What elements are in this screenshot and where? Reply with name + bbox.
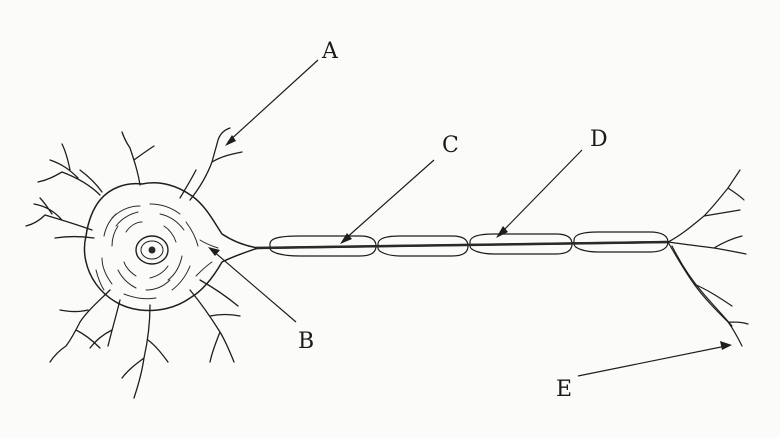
- arrowhead-e: [720, 341, 732, 350]
- pointer-e: [577, 345, 727, 377]
- arrowhead-a: [225, 135, 236, 146]
- labels: A B C D E: [298, 39, 608, 402]
- label-a: A: [321, 39, 339, 64]
- arrowhead-b: [208, 247, 220, 256]
- arrowhead-c: [340, 233, 352, 244]
- nucleolus: [148, 246, 156, 254]
- axon-terminals: [667, 169, 749, 347]
- pointer-c: [343, 159, 435, 241]
- pointer-b: [211, 249, 297, 323]
- arrowhead-d: [496, 226, 508, 238]
- label-c: C: [442, 133, 459, 158]
- pointer-a: [227, 59, 319, 143]
- nucleus: [135, 235, 169, 265]
- nissl-bodies: [95, 203, 219, 300]
- axon: [254, 231, 670, 257]
- label-d: D: [590, 127, 608, 152]
- pointer-lines: [208, 59, 732, 377]
- label-e: E: [556, 377, 572, 402]
- cell-body: [83, 182, 259, 312]
- label-b: B: [298, 329, 314, 354]
- dendrites: [25, 127, 243, 399]
- pointer-d: [499, 149, 583, 235]
